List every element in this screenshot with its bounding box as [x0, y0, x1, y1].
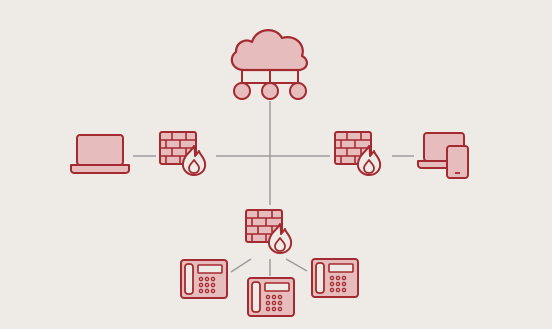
- cloud-network-icon: [230, 29, 308, 100]
- desk-phone-right-icon: [311, 258, 359, 298]
- laptop-and-smartphone-icon: [417, 132, 469, 179]
- firewall-to-phone-right-line: [285, 258, 308, 272]
- firewall-to-phone-left-line: [230, 258, 252, 273]
- desk-phone-center-icon: [247, 277, 295, 317]
- connector-lines: [133, 101, 414, 276]
- laptop-icon: [70, 134, 130, 174]
- desk-phone-left-icon: [180, 259, 228, 299]
